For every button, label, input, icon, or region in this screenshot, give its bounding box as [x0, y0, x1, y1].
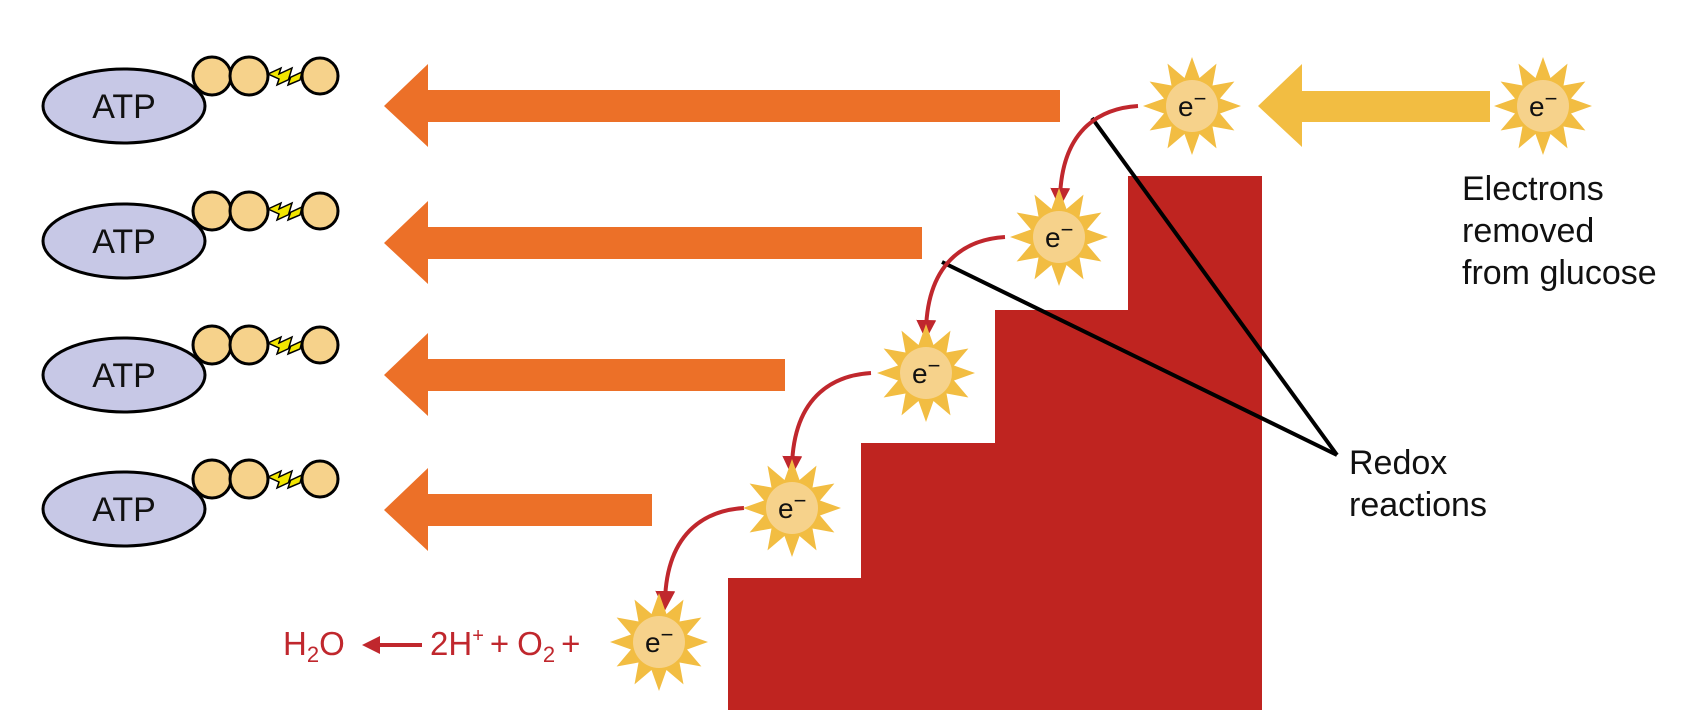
high-energy-bond-icon — [266, 335, 304, 356]
high-energy-bond-icon — [266, 66, 304, 87]
high-energy-bond-icon — [266, 469, 304, 490]
redox-curves — [655, 104, 1139, 611]
electrons-source-line-3: from glucose — [1462, 254, 1657, 292]
phosphate-group — [300, 325, 340, 365]
electron-label: e− — [778, 488, 806, 524]
atp-body — [41, 67, 207, 145]
phosphate-group — [228, 55, 270, 97]
atp-label: ATP — [92, 491, 156, 529]
phosphate-group — [228, 190, 270, 232]
phosphate-group — [228, 324, 270, 366]
electron: e− — [1494, 57, 1592, 155]
electron-core — [1033, 211, 1085, 263]
equation-reactants: 2H++O2+ — [430, 625, 580, 667]
high-energy-bond-icon — [266, 201, 304, 222]
energy-arrow-1 — [384, 64, 1060, 147]
electron-label: e− — [1045, 217, 1073, 253]
electrons-source-line-2: removed — [1462, 212, 1594, 250]
atp-label: ATP — [92, 88, 156, 126]
electron-core — [1517, 80, 1569, 132]
energy-arrow-2 — [384, 201, 922, 284]
redox-label: Redox reactions — [1349, 444, 1487, 524]
atp-body — [41, 470, 207, 548]
electron-label: e− — [1178, 86, 1206, 122]
phosphate-group — [191, 458, 233, 500]
electrons-source-label: Electrons removed from glucose — [1462, 170, 1657, 292]
phosphate-group — [300, 56, 340, 96]
atp-label: ATP — [92, 357, 156, 395]
atp-molecule: ATP — [41, 190, 340, 280]
energy-arrows — [384, 64, 1060, 551]
atp-body — [41, 336, 207, 414]
redox-pointer-lines — [941, 116, 1339, 457]
atp-body — [41, 202, 207, 280]
electron-input-arrow — [1258, 64, 1490, 147]
phosphate-group — [300, 459, 340, 499]
energy-staircase — [728, 176, 1262, 710]
electron: e− — [743, 459, 841, 557]
redox-curve-2 — [916, 235, 1006, 340]
redox-curve-1 — [1050, 104, 1139, 208]
electron-label: e− — [645, 622, 673, 658]
equation-arrow-head — [362, 636, 380, 654]
redox-curve-3 — [782, 371, 872, 476]
water-formation-equation: H2O 2H++O2+ — [283, 625, 580, 667]
electron-core — [766, 482, 818, 534]
phosphate-group — [300, 191, 340, 231]
redox-line-1: Redox — [1349, 444, 1447, 482]
electron: e− — [1143, 57, 1241, 155]
electrons-source-line-1: Electrons — [1462, 170, 1604, 208]
redox-curve-4 — [655, 506, 745, 611]
electron: e− — [610, 593, 708, 691]
electron-label: e− — [912, 353, 940, 389]
energy-arrow-3 — [384, 333, 785, 416]
electrons: e− e− e− e− e− e− — [610, 57, 1592, 691]
phosphate-group — [191, 324, 233, 366]
electron: e− — [877, 324, 975, 422]
phosphate-group — [228, 458, 270, 500]
energy-arrow-4 — [384, 468, 652, 551]
atp-molecule: ATP — [41, 55, 340, 145]
electron-label: e− — [1529, 86, 1557, 122]
atp-molecules: ATP ATP ATP ATP — [41, 55, 340, 548]
atp-label: ATP — [92, 223, 156, 261]
electron: e− — [1010, 188, 1108, 286]
phosphate-group — [191, 190, 233, 232]
atp-molecule: ATP — [41, 458, 340, 548]
electron-core — [1166, 80, 1218, 132]
equation-product: H2O — [283, 625, 345, 667]
phosphate-group — [191, 55, 233, 97]
electron-core — [900, 347, 952, 399]
atp-molecule: ATP — [41, 324, 340, 414]
electron-core — [633, 616, 685, 668]
redox-line-2: reactions — [1349, 486, 1487, 524]
